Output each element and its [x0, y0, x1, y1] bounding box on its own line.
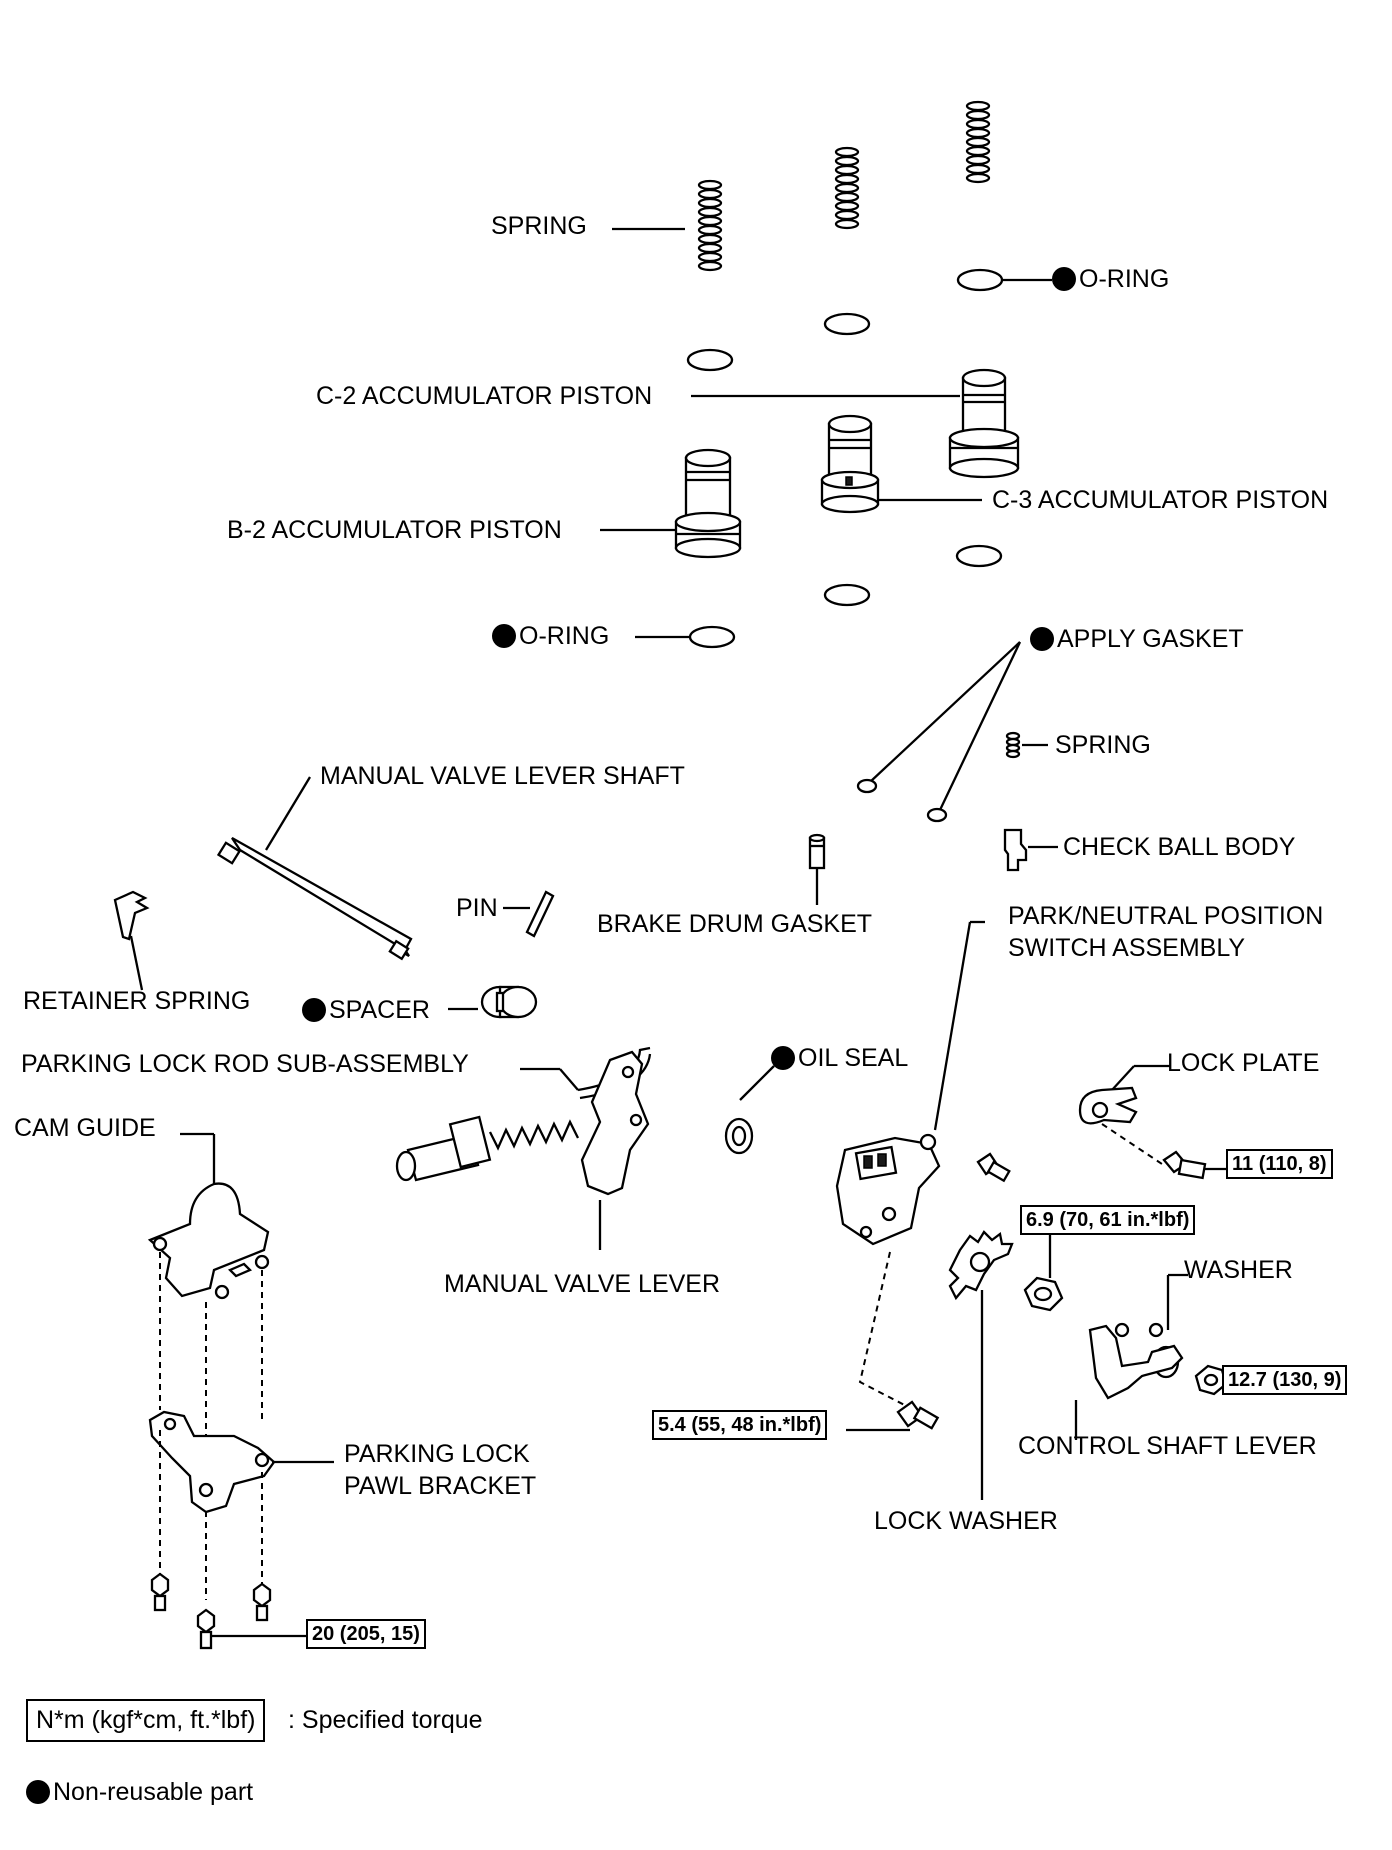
label-lock-plate: LOCK PLATE — [1167, 1049, 1320, 1077]
legend-non-reusable-text: Non-reusable part — [53, 1778, 254, 1806]
parking-lock-rod-part — [395, 1046, 652, 1182]
label-c3-piston: C-3 ACCUMULATOR PISTON — [992, 486, 1329, 514]
brake-drum-gasket-part — [808, 833, 826, 905]
non-reusable-marker-icon — [1052, 267, 1076, 291]
lock-washer-part — [948, 1230, 1014, 1500]
o-ring-c3-lower — [955, 544, 1003, 568]
legend-torque-desc: : Specified torque — [288, 1706, 483, 1734]
parking-lock-pawl-bracket-part — [148, 1410, 334, 1590]
pin-part — [503, 890, 555, 938]
label-o-ring-right-text: O-RING — [1079, 265, 1170, 293]
non-reusable-marker-icon — [302, 998, 326, 1022]
center-bolt-part — [976, 1152, 1011, 1183]
o-ring-mid — [823, 312, 871, 336]
label-c2-piston: C-2 ACCUMULATOR PISTON — [316, 382, 653, 410]
label-oil-seal: OIL SEAL — [771, 1044, 908, 1073]
label-spacer-text: SPACER — [329, 996, 430, 1024]
spacer-part — [448, 985, 538, 1019]
legend-non-reusable: Non-reusable part — [26, 1778, 253, 1807]
label-spring-top: SPRING — [491, 212, 587, 240]
label-o-ring-right: O-RING — [1052, 265, 1169, 294]
spring-middle-part — [834, 146, 860, 230]
o-ring-top-right — [956, 268, 1052, 292]
label-apply-gasket-text: APPLY GASKET — [1057, 625, 1244, 653]
label-park-neutral-line2: SWITCH ASSEMBLY — [1008, 934, 1246, 962]
nut-part — [1023, 1225, 1064, 1312]
control-shaft-lever-part — [1074, 1322, 1184, 1440]
label-check-ball-body: CHECK BALL BODY — [1063, 833, 1296, 861]
label-lock-washer: LOCK WASHER — [874, 1507, 1058, 1535]
torque-control-shaft-nut: 12.7 (130, 9) — [1222, 1365, 1348, 1395]
label-manual-valve-lever-shaft: MANUAL VALVE LEVER SHAFT — [320, 762, 685, 790]
bracket-bolts-part — [150, 1572, 306, 1650]
non-reusable-marker-icon — [492, 624, 516, 648]
small-spring-part — [1005, 731, 1048, 759]
b2-accumulator-piston-part — [600, 448, 742, 559]
c3-accumulator-piston-part — [820, 414, 982, 514]
label-park-neutral-line1: PARK/NEUTRAL POSITION — [1008, 902, 1324, 930]
o-ring-bottom-left — [635, 625, 736, 649]
label-retainer-spring: RETAINER SPRING — [23, 987, 251, 1015]
non-reusable-marker-icon — [1030, 627, 1054, 651]
lock-plate-part — [1078, 1064, 1170, 1165]
oil-seal-part — [724, 1065, 775, 1155]
o-ring-lower-mid — [823, 583, 871, 607]
check-ball-body-part — [1003, 828, 1058, 872]
label-spring-small: SPRING — [1055, 731, 1151, 759]
label-apply-gasket: APPLY GASKET — [1030, 625, 1244, 654]
non-reusable-marker-icon — [26, 1780, 50, 1804]
manual-valve-lever-part — [580, 1050, 650, 1250]
label-cam-guide: CAM GUIDE — [14, 1114, 156, 1142]
label-parking-lock-rod: PARKING LOCK ROD SUB-ASSEMBLY — [21, 1050, 469, 1078]
label-o-ring-left-text: O-RING — [519, 622, 610, 650]
label-parking-lock-pawl-line1: PARKING LOCK — [344, 1440, 530, 1468]
label-pin: PIN — [456, 894, 498, 922]
label-o-ring-left: O-RING — [492, 622, 609, 651]
label-parking-lock-pawl-line2: PAWL BRACKET — [344, 1472, 537, 1500]
c2-accumulator-piston-part — [691, 368, 1020, 479]
switch-bolt-part — [846, 1400, 940, 1432]
torque-bracket-bolt: 20 (205, 15) — [306, 1619, 426, 1649]
label-oil-seal-text: OIL SEAL — [798, 1044, 909, 1072]
lock-plate-bolt-part — [1162, 1150, 1236, 1180]
label-control-shaft-lever: CONTROL SHAFT LEVER — [1018, 1432, 1317, 1460]
legend-torque-unit-box: N*m (kgf*cm, ft.*lbf) — [26, 1699, 266, 1742]
label-manual-valve-lever: MANUAL VALVE LEVER — [444, 1270, 721, 1298]
cam-guide-part — [147, 1132, 270, 1300]
label-brake-drum-gasket: BRAKE DRUM GASKET — [597, 910, 873, 938]
o-ring-left — [686, 348, 734, 372]
label-spacer: SPACER — [302, 996, 430, 1025]
retainer-spring-part — [113, 890, 150, 991]
label-washer: WASHER — [1184, 1256, 1293, 1284]
apply-gasket-part — [856, 641, 1022, 823]
label-b2-piston: B-2 ACCUMULATOR PISTON — [227, 516, 562, 544]
spring-left-part — [612, 179, 723, 272]
torque-switch-bolt: 5.4 (55, 48 in.*lbf) — [652, 1410, 828, 1440]
park-neutral-switch-part — [835, 920, 985, 1413]
manual-valve-lever-shaft-part — [216, 776, 413, 961]
torque-nut: 6.9 (70, 61 in.*lbf) — [1020, 1205, 1196, 1235]
non-reusable-marker-icon — [771, 1046, 795, 1070]
torque-lock-plate-bolt: 11 (110, 8) — [1226, 1149, 1333, 1179]
spring-right-part — [965, 100, 991, 184]
